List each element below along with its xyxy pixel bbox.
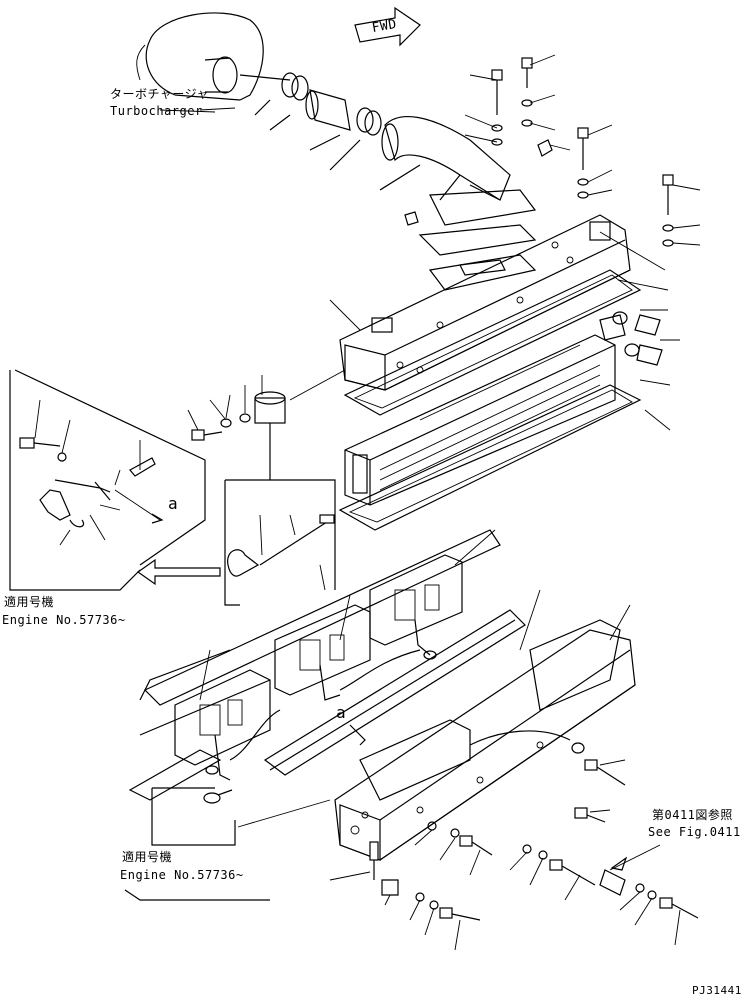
engine-no-label-left: Engine No.57736~ (2, 613, 126, 627)
detail-box-bottom (124, 787, 331, 901)
figure-reference-en: See Fig.0411 (648, 825, 741, 839)
heater-elements (139, 529, 501, 781)
hose-and-clamps (239, 72, 382, 171)
turbocharger-label-jp: ターボチャージャ (110, 87, 210, 101)
leader-lines-bottom (329, 759, 681, 951)
sensor-assembly (187, 369, 346, 445)
intake-manifold-body (334, 589, 636, 861)
applicable-label-left: 適用号機 (4, 595, 55, 609)
drawing-number: PJ31441 (692, 984, 742, 997)
aftercooler-core (344, 311, 663, 506)
applicable-label-bottom: 適用号機 (122, 850, 173, 864)
elbow-gasket (418, 224, 537, 256)
cover-gasket (343, 269, 642, 416)
detail-arrow (136, 558, 221, 586)
elbow-pipe (379, 116, 537, 226)
core-gasket (338, 384, 642, 531)
turbocharger-outline (136, 12, 264, 113)
engine-no-label-bottom: Engine No.57736~ (120, 868, 244, 882)
detail-box-middle (224, 445, 336, 606)
callout-a-pointer (349, 724, 366, 746)
callout-a-left: a (168, 494, 179, 513)
callout-a-middle: a (336, 703, 347, 722)
detail-box-left (9, 369, 206, 591)
lower-gaskets (128, 609, 526, 801)
turbocharger-label-en: Turbocharger (110, 104, 203, 118)
bolts-top (404, 57, 674, 247)
figure-reference-jp: 第0411図参照 (652, 808, 733, 822)
leader-lines-top (464, 54, 701, 431)
bolts-lower (369, 759, 699, 921)
aftercooler-cover (329, 214, 631, 391)
fwd-arrow (354, 6, 421, 47)
